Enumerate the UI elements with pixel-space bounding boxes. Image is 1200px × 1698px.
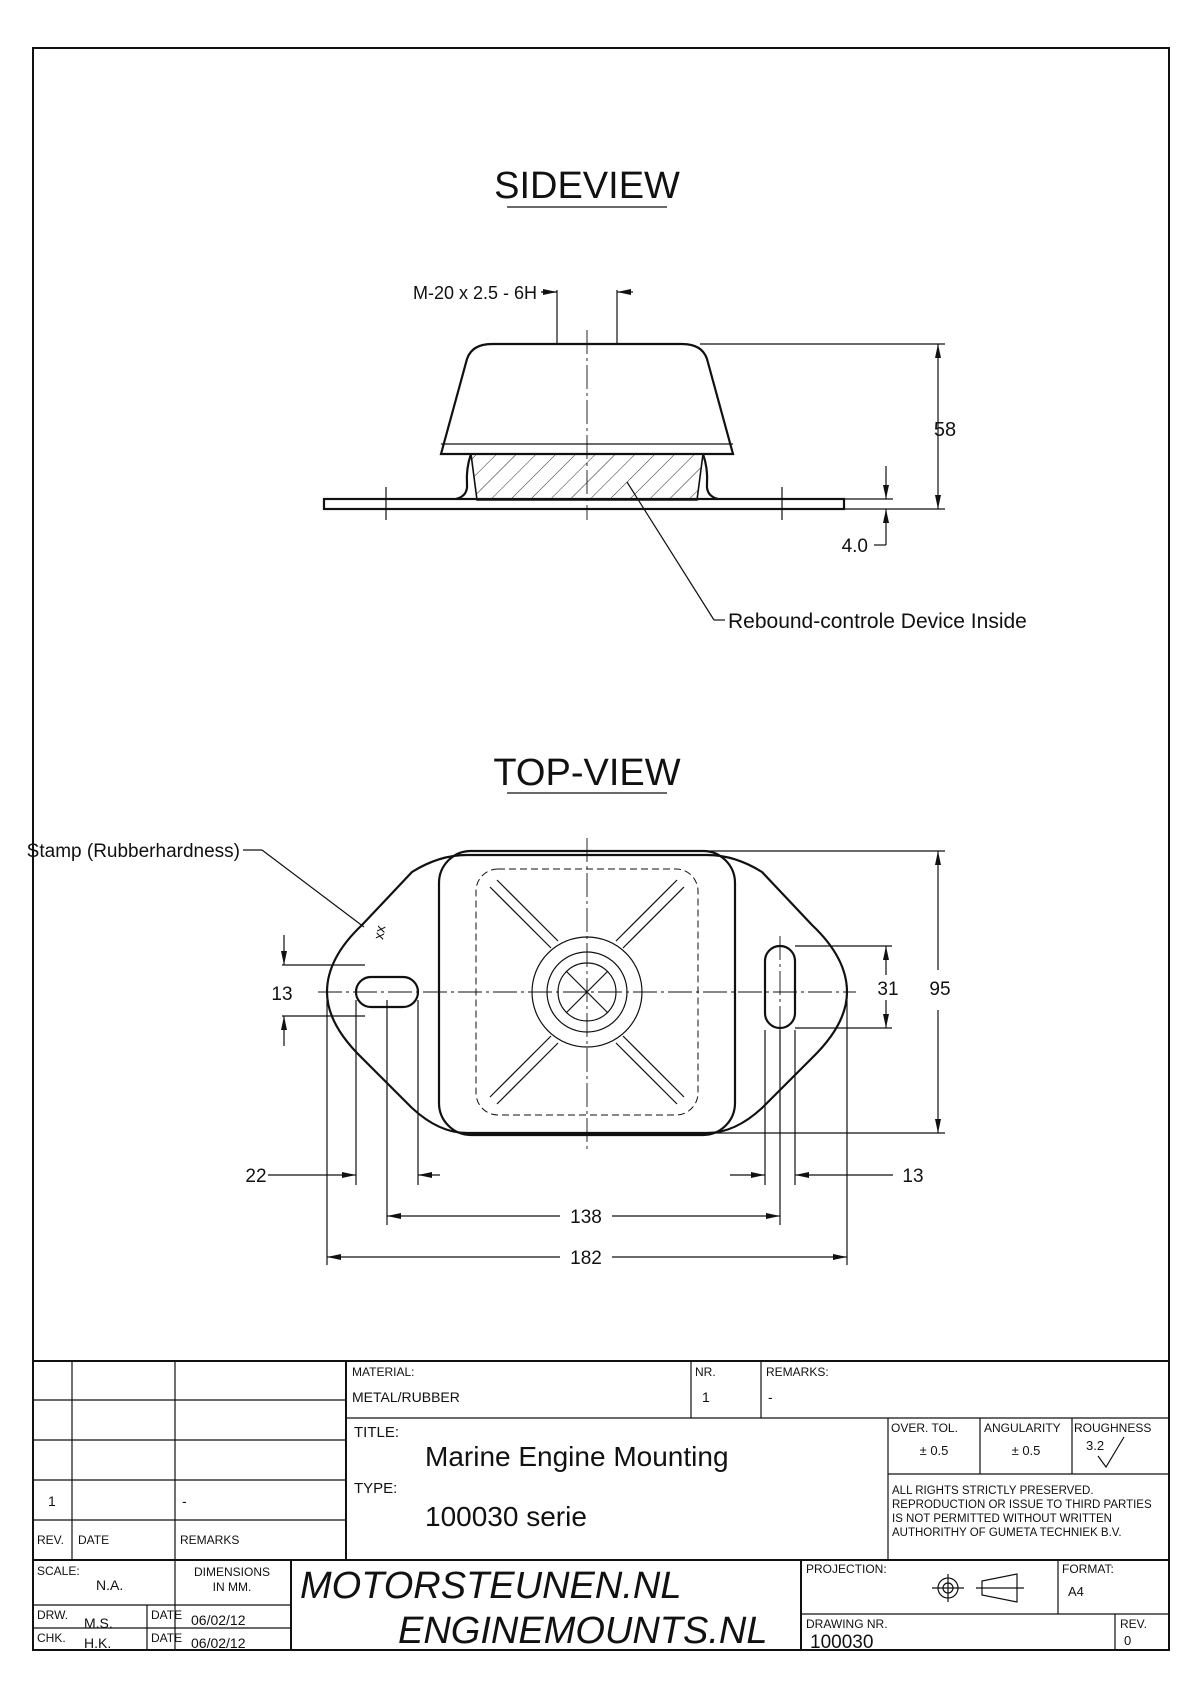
chk-label: CHK. [37,1631,66,1645]
stamp-mark: xx [370,924,388,941]
title-value: Marine Engine Mounting [425,1441,729,1472]
remarks-label: REMARKS: [766,1365,829,1379]
roughness-label: ROUGHNESS [1074,1421,1151,1435]
rebound-callout: Rebound-controle Device Inside [728,610,1027,633]
drw-label: DRW. [37,1608,68,1622]
dimensions-line-2: IN MM. [213,1580,252,1594]
type-label: TYPE: [354,1480,397,1497]
sideview-title: SIDEVIEW [494,165,680,207]
dimensions-line-1: DIMENSIONS [194,1565,270,1579]
material-value: METAL/RUBBER [352,1389,460,1405]
type-value: 100030 serie [425,1501,587,1532]
scale-label: SCALE: [37,1564,80,1578]
brand-motorsteunen: MOTORSTEUNEN.NL [300,1565,681,1607]
chk-value: H.K. [84,1635,111,1651]
drawing-frame [32,47,1170,1651]
projection-label: PROJECTION: [806,1562,887,1576]
rights-line-2: REPRODUCTION OR ISSUE TO THIRD PARTIES [892,1499,1152,1511]
tolerance-label: OVER. TOL. [891,1421,958,1435]
drw-date: 06/02/12 [191,1612,246,1628]
brand-enginemounts: ENGINEMOUNTS.NL [398,1610,767,1652]
projection-symbol-icon [932,1573,1024,1603]
slot-width-label: 13 [271,984,292,1005]
format-label: FORMAT: [1062,1562,1114,1576]
chk-date: 06/02/12 [191,1635,246,1651]
format-value: A4 [1068,1584,1084,1599]
rev-label: REV. [1120,1617,1147,1631]
topview-title: TOP-VIEW [493,752,680,794]
rights-line-4: AUTHORITHY OF GUMETA TECHNIEK B.V. [892,1527,1122,1539]
nr-label: NR. [695,1365,716,1379]
base-plate [322,497,846,511]
rights-line-1: ALL RIGHTS STRICTLY PRESERVED. [892,1485,1094,1497]
overall-height-label: 95 [929,979,950,1000]
stamp-label: Stamp (Rubberhardness) [27,841,240,862]
angularity-value: ± 0.5 [1012,1443,1041,1458]
mount-cap [439,342,735,456]
height-58-label: 58 [934,419,956,441]
remarks-value: - [768,1389,773,1405]
nr-value: 1 [702,1389,710,1405]
rev-value: 0 [1124,1633,1131,1648]
top-view: TOP-VIEW Stamp (Rubberhardness) x [27,752,951,1269]
drw-date-label: DATE [151,1608,182,1622]
revision-number: 1 [48,1493,56,1509]
remarks-header: REMARKS [180,1533,239,1547]
right-offset-label: 13 [902,1166,923,1187]
tolerance-value: ± 0.5 [920,1443,949,1458]
ribs [489,879,685,1105]
side-view: SIDEVIEW M-20 x 2.5 - 6H 58 4.0 [322,165,1027,633]
thread-label: M-20 x 2.5 - 6H [413,283,537,303]
title-label: TITLE: [354,1424,399,1441]
angularity-label: ANGULARITY [984,1421,1061,1435]
slot-length-label: 31 [877,979,898,1000]
hole-spacing-label: 138 [570,1207,602,1228]
drawing-nr-value: 100030 [810,1632,873,1653]
thickness-label: 4.0 [842,536,868,557]
left-offset-label: 22 [245,1166,266,1187]
drw-value: M.S. [84,1615,113,1631]
scale-value: N.A. [96,1577,123,1593]
overall-length-label: 182 [570,1248,602,1269]
roughness-symbol [1097,1436,1125,1469]
title-block: 1 - REV. DATE REMARKS MATERIAL: METAL/RU… [33,1360,1169,1653]
date-header: DATE [78,1533,109,1547]
revision-remarks: - [182,1493,187,1509]
rights-line-3: IS NOT PERMITTED WITHOUT WRITTEN [892,1513,1112,1525]
drawing-nr-label: DRAWING NR. [806,1617,888,1631]
material-label: MATERIAL: [352,1365,414,1379]
chk-date-label: DATE [151,1631,182,1645]
roughness-value: 3.2 [1086,1438,1104,1453]
rev-header: REV. [37,1533,64,1547]
